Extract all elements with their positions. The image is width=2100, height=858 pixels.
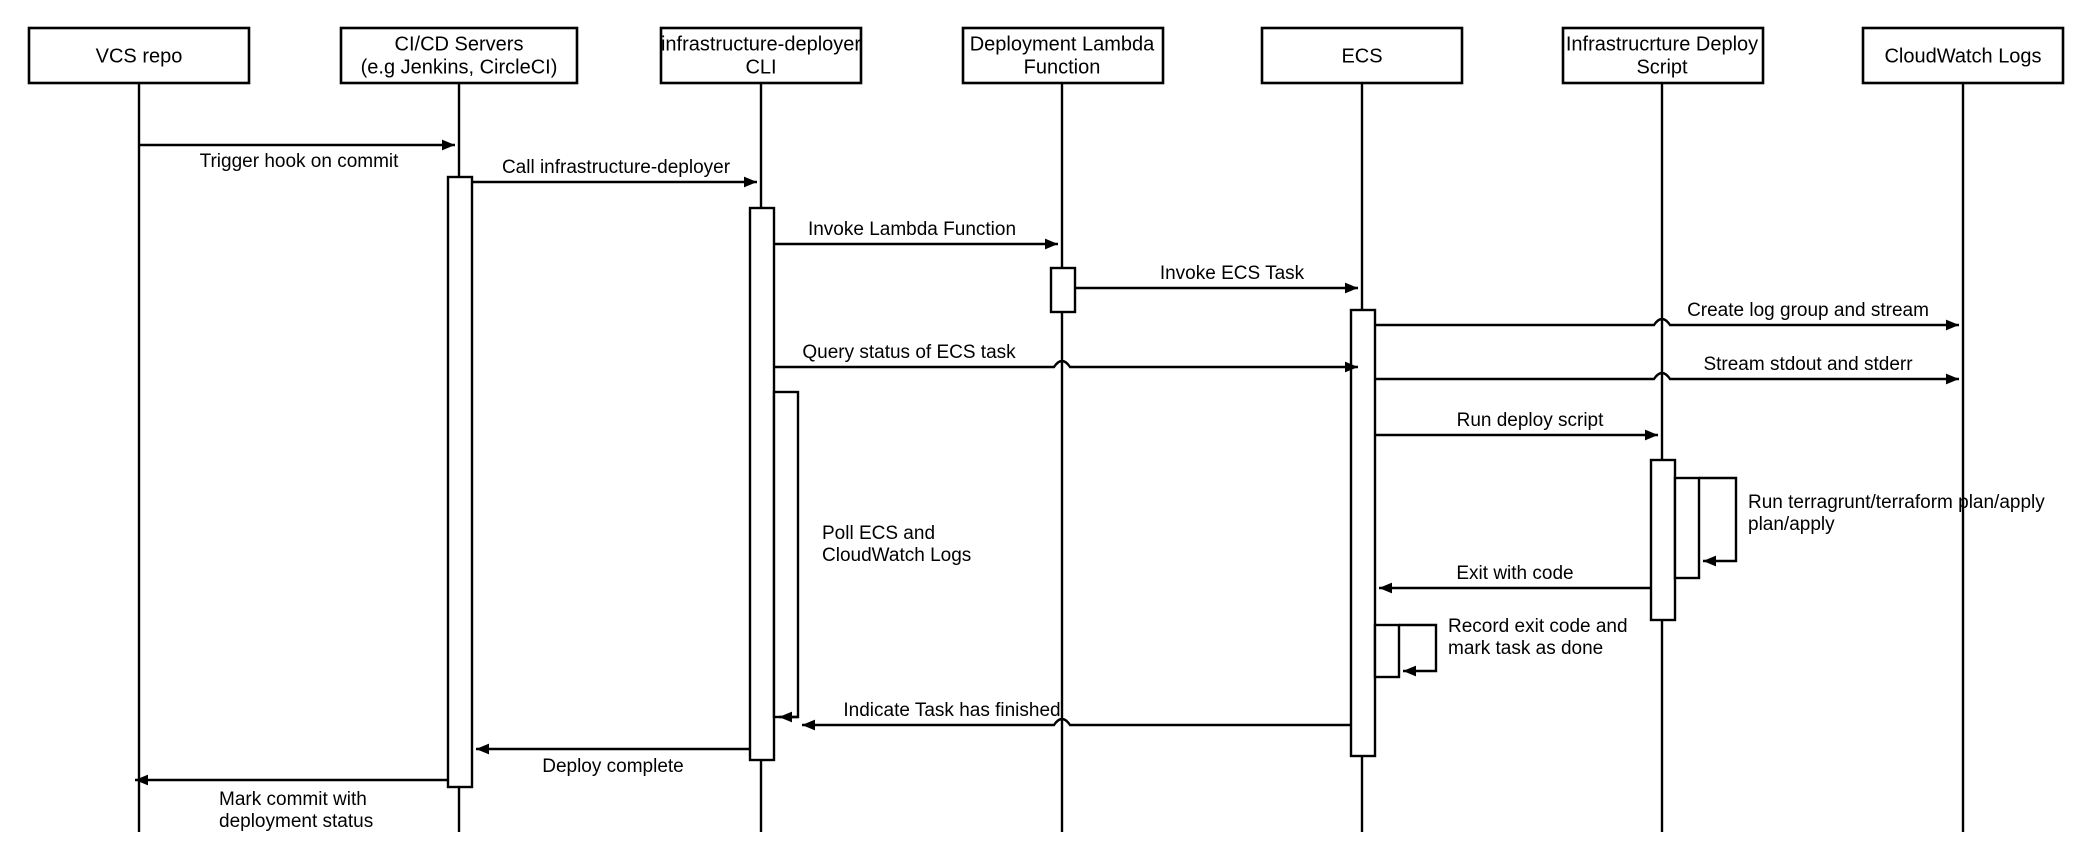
- message-label-m2: Call infrastructure-deployer: [502, 157, 731, 178]
- activations-group: [446, 175, 1701, 789]
- message-trigger-hook-on-commit[interactable]: Trigger hook on commit: [139, 139, 455, 172]
- message-create-log-group-and-stream[interactable]: Create log group and stream: [1375, 300, 1959, 331]
- activation-script-run: [1673, 476, 1701, 580]
- message-arrow-m12: [1399, 623, 1438, 677]
- activation-cli-poll: [772, 390, 800, 719]
- participant-rect-ecs: [1260, 26, 1464, 85]
- participant-rect-cicd: [339, 26, 579, 85]
- message-label-m15-line1: Mark commit with: [219, 789, 367, 810]
- message-label-m1: Trigger hook on commit: [200, 151, 400, 172]
- message-arrow-m13: [802, 717, 1351, 731]
- message-run-deploy-script[interactable]: Run deploy script: [1375, 410, 1658, 441]
- participant-rect-lambda: [961, 26, 1165, 85]
- message-arrow-m6: [774, 359, 1358, 373]
- message-mark-commit-with-deployment-status[interactable]: Mark commit with deployment status: [135, 774, 448, 832]
- message-poll-ecs-and-cloudwatch-logs[interactable]: Poll ECS and: [779, 392, 935, 717]
- participant-rect-cli: [659, 26, 863, 85]
- participant-rect-logs: [1861, 26, 2065, 85]
- message-stream-stdout-and-stderr[interactable]: Stream stdout and stderr: [1375, 354, 1959, 385]
- activation-script: [1649, 458, 1677, 622]
- participant-box-logs[interactable]: CloudWatch Logs: [1861, 26, 2065, 85]
- participant-label-cli-line2: CLI: [745, 56, 776, 78]
- message-arrow-m5: [1375, 317, 1959, 331]
- message-invoke-ecs-task[interactable]: Invoke ECS Task: [1075, 263, 1358, 294]
- participant-label-logs-line1: CloudWatch Logs: [1884, 45, 2041, 67]
- participant-label-cicd-line1: CI/CD Servers: [395, 33, 524, 55]
- activation-ecs: [1349, 308, 1377, 758]
- activation-cli: [748, 206, 776, 762]
- participant-box-lambda[interactable]: Deployment Lambda Function: [961, 26, 1165, 85]
- message-query-status-of-ecs-task[interactable]: Query status of ECS task: [774, 342, 1358, 373]
- message-run-terragrunt-terraform[interactable]: Run terragrunt/terraform plan/apply: [1699, 476, 2045, 567]
- participant-rect-script: [1561, 26, 1765, 85]
- message-label-m5: Create log group and stream: [1687, 300, 1929, 321]
- message-label-m3: Invoke Lambda Function: [808, 219, 1016, 240]
- participant-box-cicd[interactable]: CI/CD Servers (e.g Jenkins, CircleCI): [339, 26, 579, 85]
- message-record-exit-code[interactable]: Record exit code and: [1399, 616, 1628, 677]
- participant-box-ecs[interactable]: ECS: [1260, 26, 1464, 85]
- participant-box-script[interactable]: Infrastrucrture Deploy Script: [1561, 26, 1765, 85]
- message-label-m13: Indicate Task has finished: [843, 700, 1060, 721]
- participant-rect-vcs: [27, 26, 251, 85]
- message-invoke-lambda-function[interactable]: Invoke Lambda Function: [774, 219, 1058, 250]
- message-label-m12-line1: Record exit code and: [1448, 616, 1628, 637]
- participant-box-cli[interactable]: infrastructure-deployer CLI: [659, 26, 863, 85]
- participant-label-cicd-line2: (e.g Jenkins, CircleCI): [361, 56, 558, 78]
- message-label-m14: Deploy complete: [542, 756, 684, 777]
- message-label-m10-line2: CloudWatch Logs: [822, 545, 971, 566]
- message-label-m4: Invoke ECS Task: [1160, 263, 1305, 284]
- activation-lambda: [1049, 266, 1077, 314]
- participant-label-script-line1: Infrastrucrture Deploy: [1566, 33, 1758, 55]
- message-arrow-m10: [779, 392, 798, 717]
- message-label-m12-line2: mark task as done: [1448, 638, 1603, 659]
- message-call-infrastructure-deployer[interactable]: Call infrastructure-deployer: [472, 157, 757, 188]
- participant-label-vcs-line1: VCS repo: [96, 45, 183, 67]
- message-label-m11: Exit with code: [1456, 563, 1573, 584]
- participant-label-script-line2: Script: [1636, 56, 1688, 78]
- activation-ecs-record: [1373, 623, 1401, 679]
- participant-label-lambda-line2: Function: [1024, 56, 1101, 78]
- message-deploy-complete[interactable]: Deploy complete: [476, 743, 750, 777]
- message-label-m10-line1: Poll ECS and: [822, 523, 935, 544]
- message-label-m9-line2: plan/apply: [1748, 514, 1835, 535]
- participant-label-cli-line1: infrastructure-deployer: [661, 33, 861, 55]
- message-label-m9-line1: Run terragrunt/terraform plan/apply: [1748, 492, 2045, 513]
- message-exit-with-code[interactable]: Exit with code: [1379, 563, 1651, 594]
- message-label-m7: Stream stdout and stderr: [1703, 354, 1913, 375]
- message-label-m6: Query status of ECS task: [802, 342, 1016, 363]
- participant-label-ecs-line1: ECS: [1341, 45, 1382, 67]
- message-arrow-m9: [1699, 476, 1738, 567]
- message-label-m15-line2: deployment status: [219, 811, 373, 832]
- participant-label-lambda-line1: Deployment Lambda: [970, 33, 1155, 55]
- message-arrow-m7: [1375, 371, 1959, 385]
- message-label-m8: Run deploy script: [1457, 410, 1605, 431]
- message-indicate-task-has-finished[interactable]: Indicate Task has finished: [802, 700, 1351, 731]
- participant-box-vcs[interactable]: VCS repo: [27, 26, 251, 85]
- activation-cicd: [446, 175, 474, 789]
